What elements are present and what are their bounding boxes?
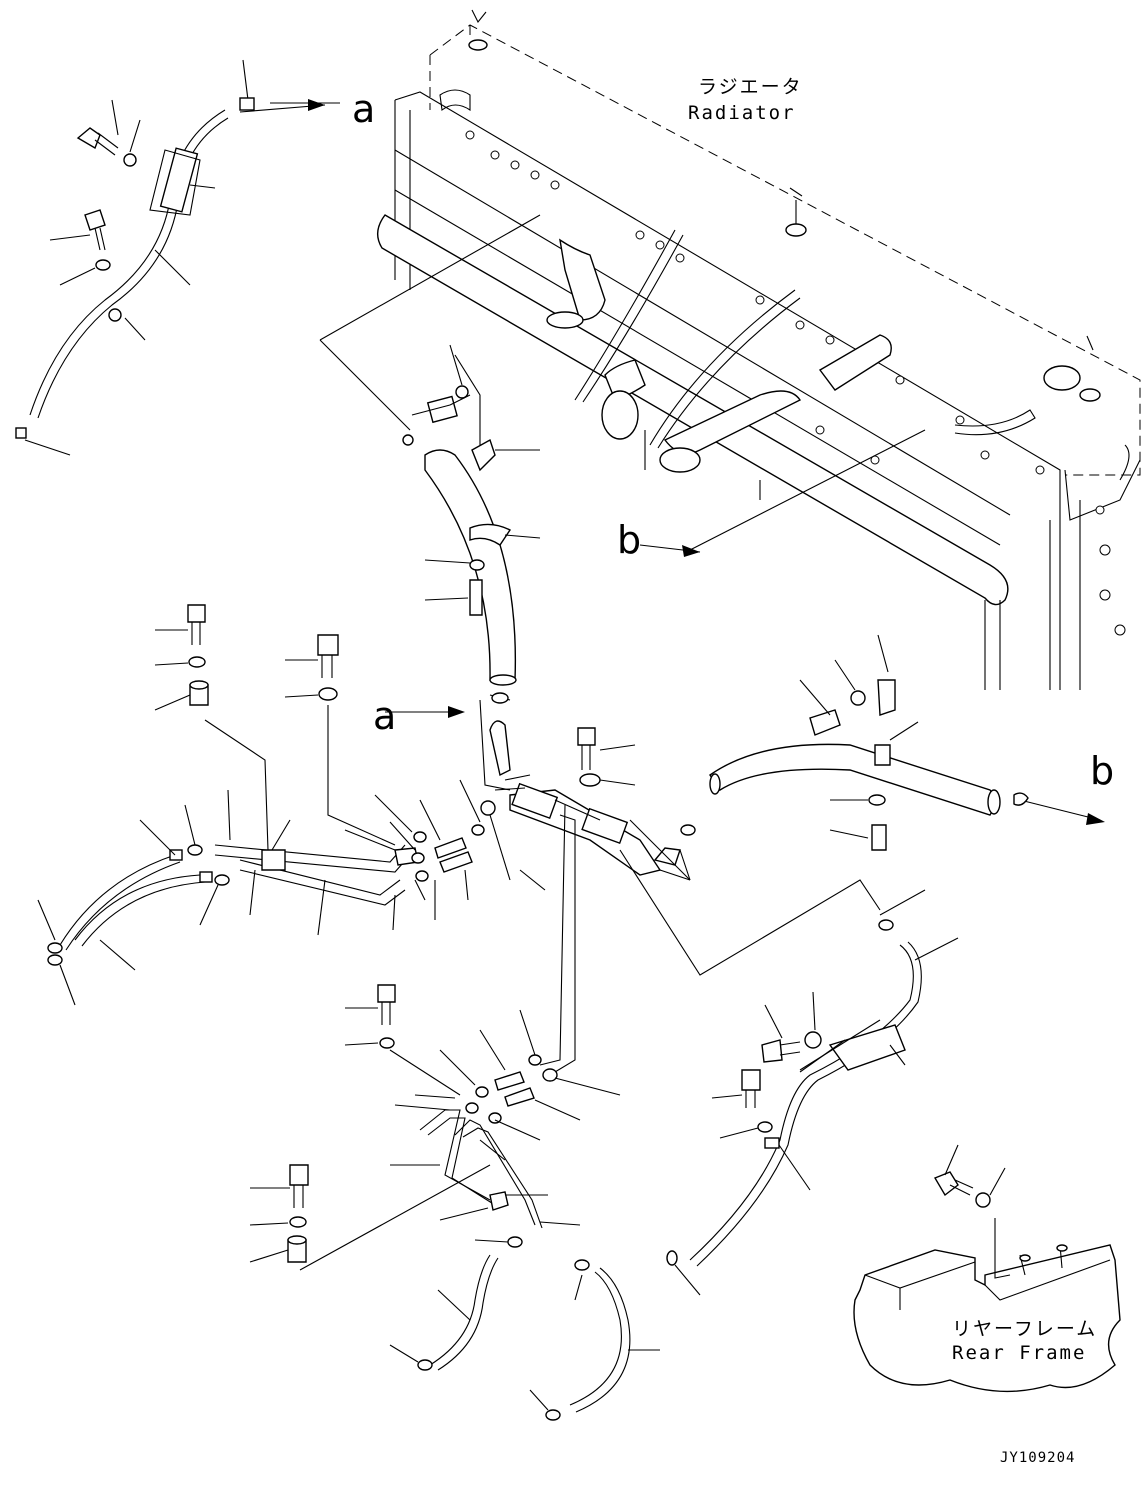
rear-frame-inset [853, 1144, 1121, 1393]
rear-frame-label-jp: リヤーフレーム [952, 1318, 1098, 1340]
upper-left-hose [15, 59, 326, 456]
radiator-assembly [377, 9, 1141, 690]
lower-tube-assembly [249, 984, 660, 1421]
callout-a-center: a [373, 694, 397, 738]
center-upper-hose [402, 344, 541, 704]
radiator-label-jp: ラジエータ [698, 76, 803, 98]
left-tube-assembly [37, 604, 531, 1006]
radiator-label-en: Radiator [688, 102, 796, 124]
right-lower-hose [666, 889, 959, 1296]
rear-frame-label-en: Rear Frame [952, 1342, 1087, 1364]
center-tube-assembly [385, 699, 881, 1073]
callout-a-top: a [352, 87, 376, 131]
right-hose [709, 634, 1105, 851]
callout-b-left: b [617, 518, 642, 562]
drawing-code: JY109204 [1000, 1450, 1076, 1466]
callout-b-right: b [1090, 749, 1115, 793]
